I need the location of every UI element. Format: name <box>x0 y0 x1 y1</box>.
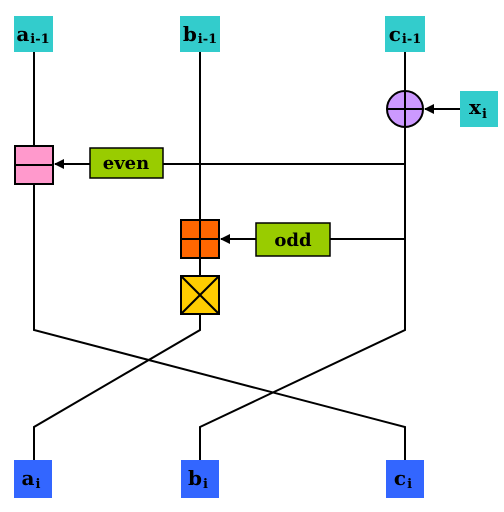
odd-control: odd <box>255 222 331 257</box>
even-control: even <box>89 147 164 179</box>
even-label: even <box>103 153 149 174</box>
input-c: ci-1 <box>385 16 425 52</box>
odd-label: odd <box>274 230 312 251</box>
odd-box <box>255 222 331 257</box>
pink-operator <box>14 145 54 185</box>
output-c-box <box>386 460 424 498</box>
input-c-box <box>385 16 425 52</box>
input-b-box <box>180 16 220 52</box>
wires <box>33 52 406 460</box>
wire-b-to-a <box>33 314 201 460</box>
input-x-box <box>460 91 498 127</box>
wire-c-to-b <box>199 127 406 460</box>
output-c: ci <box>386 460 424 498</box>
even-box <box>89 147 164 179</box>
input-x-label: xi <box>469 95 487 122</box>
output-a-box <box>14 460 52 498</box>
xor-node <box>386 90 424 128</box>
input-b: bi-1 <box>180 16 220 52</box>
output-b-box <box>181 460 219 498</box>
input-c-label: ci-1 <box>389 22 422 47</box>
yellow-operator <box>180 275 220 315</box>
output-c-label: ci <box>394 466 412 492</box>
orange-operator <box>180 219 220 259</box>
input-a-box <box>14 16 53 52</box>
output-a-label: ai <box>22 466 41 492</box>
output-b: bi <box>181 460 219 498</box>
output-a: ai <box>14 460 52 498</box>
arrows <box>54 104 460 244</box>
yellow-operator-diag-2 <box>180 275 220 315</box>
input-a: ai-1 <box>14 16 53 52</box>
input-a-label: ai-1 <box>16 22 49 47</box>
output-b-label: bi <box>188 466 208 492</box>
input-b-label: bi-1 <box>183 22 217 47</box>
wire-a-to-c <box>33 184 406 460</box>
input-x: xi <box>460 91 498 127</box>
